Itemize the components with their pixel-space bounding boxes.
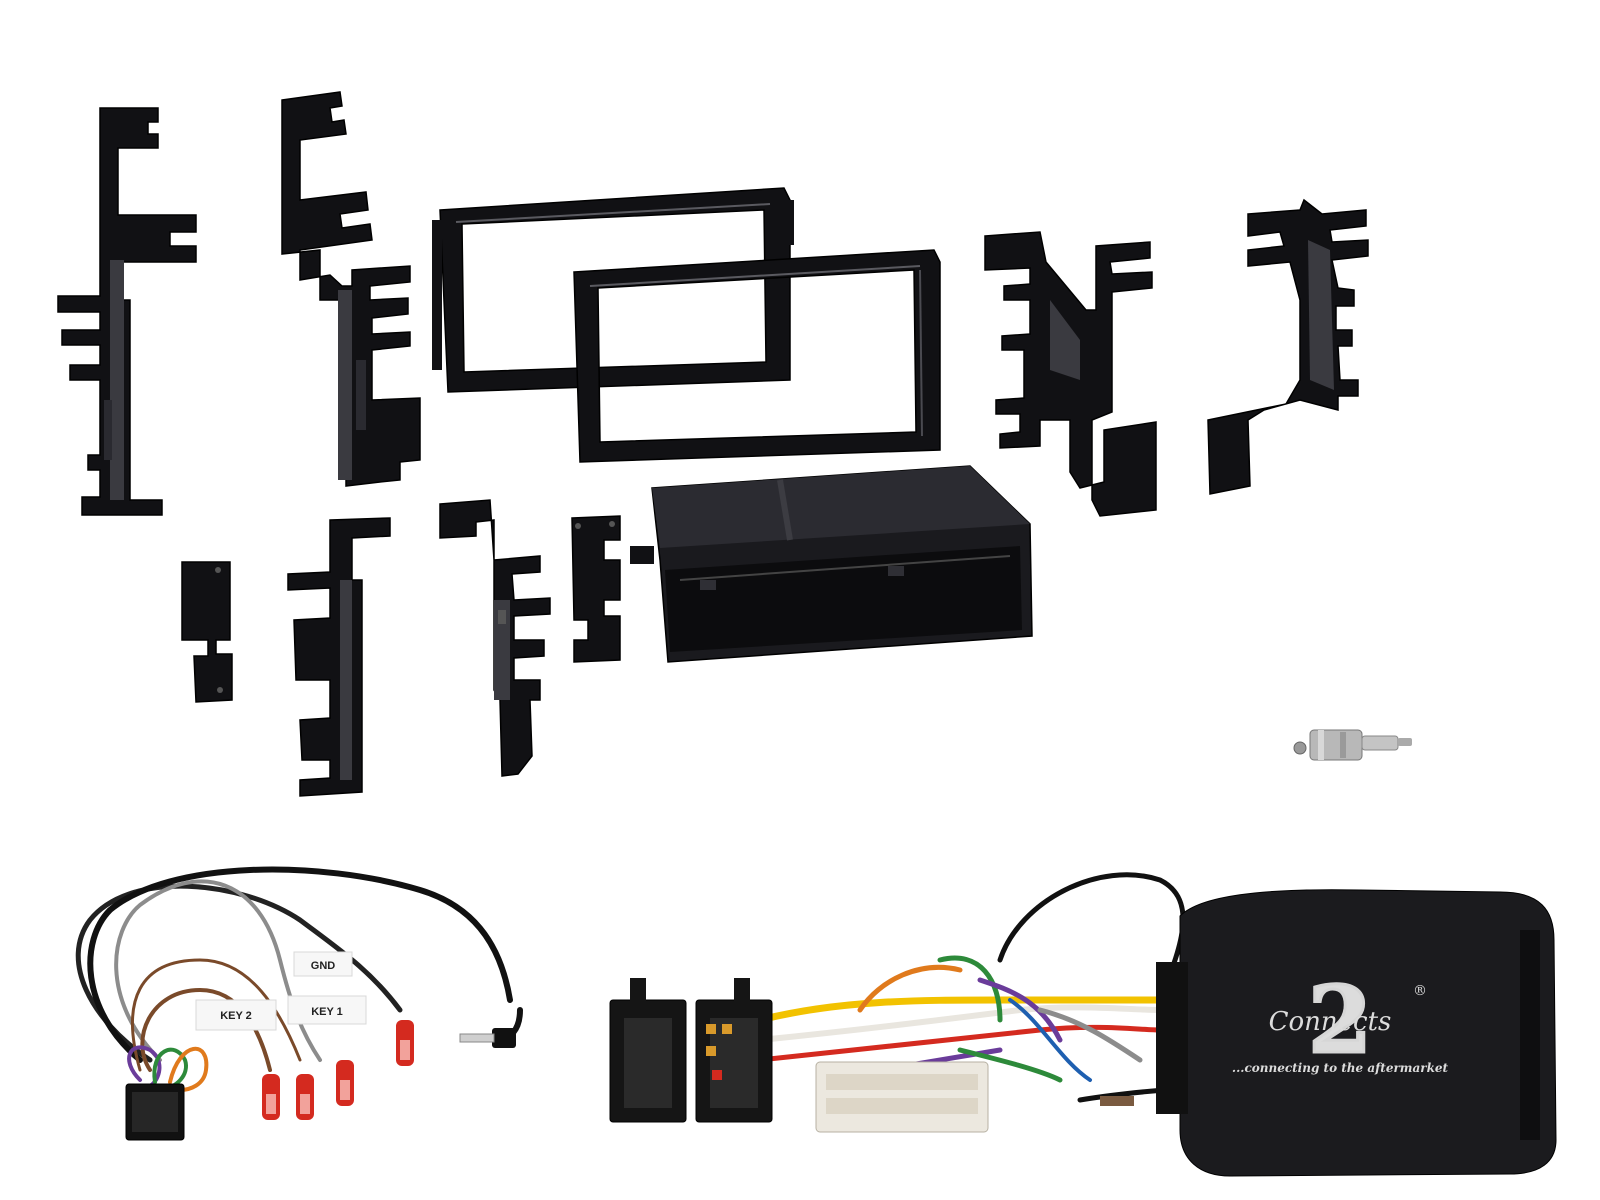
gnd-label: GND [311,960,336,972]
mounting-bracket-left-1 [57,107,197,516]
small-spacer-plate [571,515,621,663]
key-1-label: KEY 1 [311,1006,343,1018]
lower-bracket-a [287,517,391,797]
wire-tag-key-1: KEY 1 [287,995,367,1025]
mounting-bracket-right-1 [984,231,1157,517]
mounting-bracket-right-2 [1207,198,1369,495]
side-spacer-plate [181,561,233,703]
lower-bracket-b [439,499,551,777]
steering-interface-box: 2 Connects ® ...connecting to the afterm… [1156,889,1557,1177]
steering-control-harness [609,872,1203,1133]
double-din-fascia-plate-front [573,249,941,463]
wire-tag-key-2: KEY 2 [195,999,277,1031]
mounting-bracket-left-2 [281,91,421,487]
brand-logo: 2 Connects ® ...connecting to the afterm… [1232,965,1449,1076]
logo-tagline: ...connecting to the aftermarket [1232,1061,1449,1075]
antenna-adapter [1293,729,1412,761]
logo-registered-mark: ® [1413,983,1427,999]
key-2-label: KEY 2 [220,1010,252,1022]
double-din-fascia-plate-rear [432,187,794,393]
wire-tag-gnd: GND [293,951,353,977]
storage-pocket-tray [630,465,1033,663]
logo-brand: Connects [1269,1007,1392,1037]
logo-mark: 2 [1308,966,1372,1074]
red-terminal-group [262,1020,414,1120]
